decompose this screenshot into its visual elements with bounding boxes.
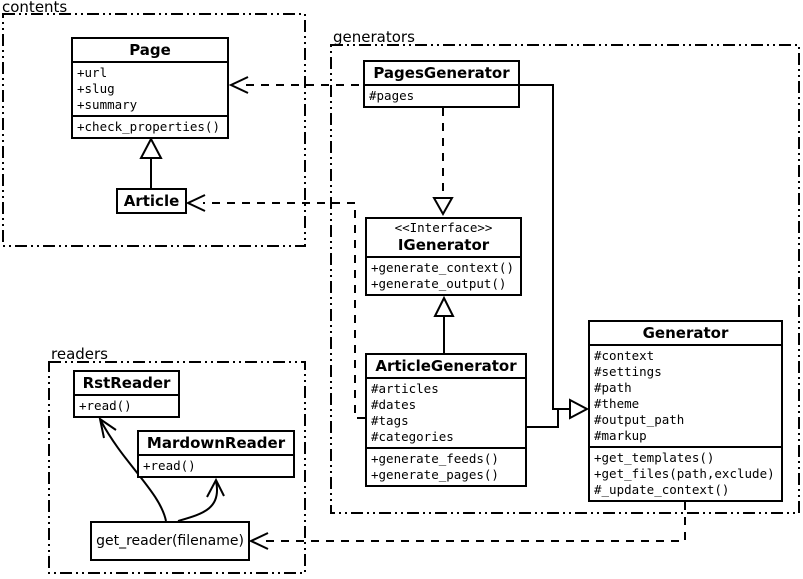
articlegenerator-to-article-arrowhead bbox=[185, 194, 206, 212]
get-reader-label: get_reader(filename) bbox=[96, 533, 244, 549]
attribute: +url bbox=[77, 65, 108, 80]
class-rstreader-methods: +read() bbox=[75, 394, 178, 416]
class-articlegenerator-methods: +generate_feeds() +generate_pages() bbox=[367, 447, 525, 485]
class-article-title: Article bbox=[123, 192, 180, 210]
class-articlegenerator-attributes: #articles #dates #tags #categories bbox=[367, 377, 525, 447]
generators-package-label: generators bbox=[333, 28, 415, 46]
contents-package-border bbox=[2, 13, 306, 247]
class-mardownreader[interactable]: MardownReader +read() bbox=[137, 430, 295, 478]
class-igenerator-stereotype: <<Interface>> bbox=[394, 220, 493, 235]
articlegenerator-to-generator-line bbox=[527, 410, 559, 428]
method: #_update_context() bbox=[594, 482, 730, 497]
method: +read() bbox=[143, 458, 196, 473]
attribute: #articles bbox=[371, 381, 439, 396]
articlegenerator-to-article-dash bbox=[203, 202, 365, 419]
attribute: +summary bbox=[77, 97, 138, 112]
class-generator[interactable]: Generator #context #settings #path #them… bbox=[588, 320, 783, 502]
class-pagesgenerator-title: PagesGenerator bbox=[373, 64, 510, 82]
attribute: #theme bbox=[594, 396, 640, 411]
method: +generate_context() bbox=[371, 260, 514, 275]
articlegenerator-to-igenerator-triangle bbox=[433, 295, 455, 317]
method: +generate_feeds() bbox=[371, 451, 499, 466]
getreader-to-mardownreader-curve bbox=[177, 480, 219, 522]
generator-inheritance-triangle bbox=[569, 398, 590, 420]
readers-package-border bbox=[48, 361, 306, 574]
generators-package-border bbox=[330, 44, 800, 514]
attribute: #output_path bbox=[594, 412, 685, 427]
pagesgenerator-to-page-arrowhead bbox=[228, 76, 249, 94]
class-igenerator-name: IGenerator bbox=[397, 236, 490, 254]
method: +generate_pages() bbox=[371, 467, 499, 482]
attribute: #settings bbox=[594, 364, 662, 379]
class-page-methods: +check_properties() bbox=[73, 115, 227, 137]
getreader-to-rstreader-arrowhead bbox=[98, 416, 117, 439]
attribute: #pages bbox=[369, 88, 415, 103]
attribute: #categories bbox=[371, 429, 454, 444]
class-articlegenerator[interactable]: ArticleGenerator #articles #dates #tags … bbox=[365, 353, 527, 487]
method: +generate_output() bbox=[371, 276, 507, 291]
class-articlegenerator-title: ArticleGenerator bbox=[375, 357, 517, 375]
class-generator-methods: +get_templates() +get_files(path,exclude… bbox=[590, 446, 781, 500]
class-pagesgenerator-attributes: #pages bbox=[365, 84, 518, 106]
class-page-attributes: +url +slug +summary bbox=[73, 61, 227, 115]
class-rstreader[interactable]: RstReader +read() bbox=[73, 370, 180, 418]
contents-package-label: contents bbox=[2, 0, 68, 16]
class-generator-title: Generator bbox=[642, 324, 729, 342]
pagesgenerator-to-generator-line bbox=[520, 84, 570, 410]
class-page-title: Page bbox=[129, 41, 171, 59]
readers-package-label: readers bbox=[51, 345, 108, 363]
pagesgenerator-to-igenerator-triangle bbox=[432, 197, 454, 217]
get-reader-node[interactable]: get_reader(filename) bbox=[90, 521, 250, 561]
generator-to-getreader-arrowhead bbox=[248, 532, 269, 550]
class-generator-attributes: #context #settings #path #theme #output_… bbox=[590, 344, 781, 446]
article-to-page-triangle bbox=[139, 136, 163, 159]
getreader-to-mardownreader-arrowhead bbox=[206, 477, 225, 498]
class-igenerator-methods: +generate_context() +generate_output() bbox=[367, 256, 520, 294]
class-article[interactable]: Article bbox=[116, 188, 187, 214]
class-mardownreader-methods: +read() bbox=[139, 454, 293, 476]
generator-to-getreader-dash bbox=[264, 502, 686, 542]
attribute: +slug bbox=[77, 81, 115, 96]
class-igenerator-title: <<Interface>> IGenerator bbox=[367, 219, 520, 256]
method: +check_properties() bbox=[77, 119, 220, 134]
class-page[interactable]: Page +url +slug +summary +check_properti… bbox=[71, 37, 229, 139]
class-rstreader-title: RstReader bbox=[82, 374, 171, 392]
attribute: #dates bbox=[371, 397, 417, 412]
class-mardownreader-title: MardownReader bbox=[146, 434, 286, 452]
attribute: #path bbox=[594, 380, 632, 395]
attribute: #markup bbox=[594, 428, 647, 443]
attribute: #context bbox=[594, 348, 655, 363]
class-pagesgenerator[interactable]: PagesGenerator #pages bbox=[363, 60, 520, 108]
method: +get_templates() bbox=[594, 450, 715, 465]
class-igenerator[interactable]: <<Interface>> IGenerator +generate_conte… bbox=[365, 217, 522, 296]
method: +get_files(path,exclude) bbox=[594, 466, 775, 481]
method: +read() bbox=[79, 398, 132, 413]
attribute: #tags bbox=[371, 413, 409, 428]
